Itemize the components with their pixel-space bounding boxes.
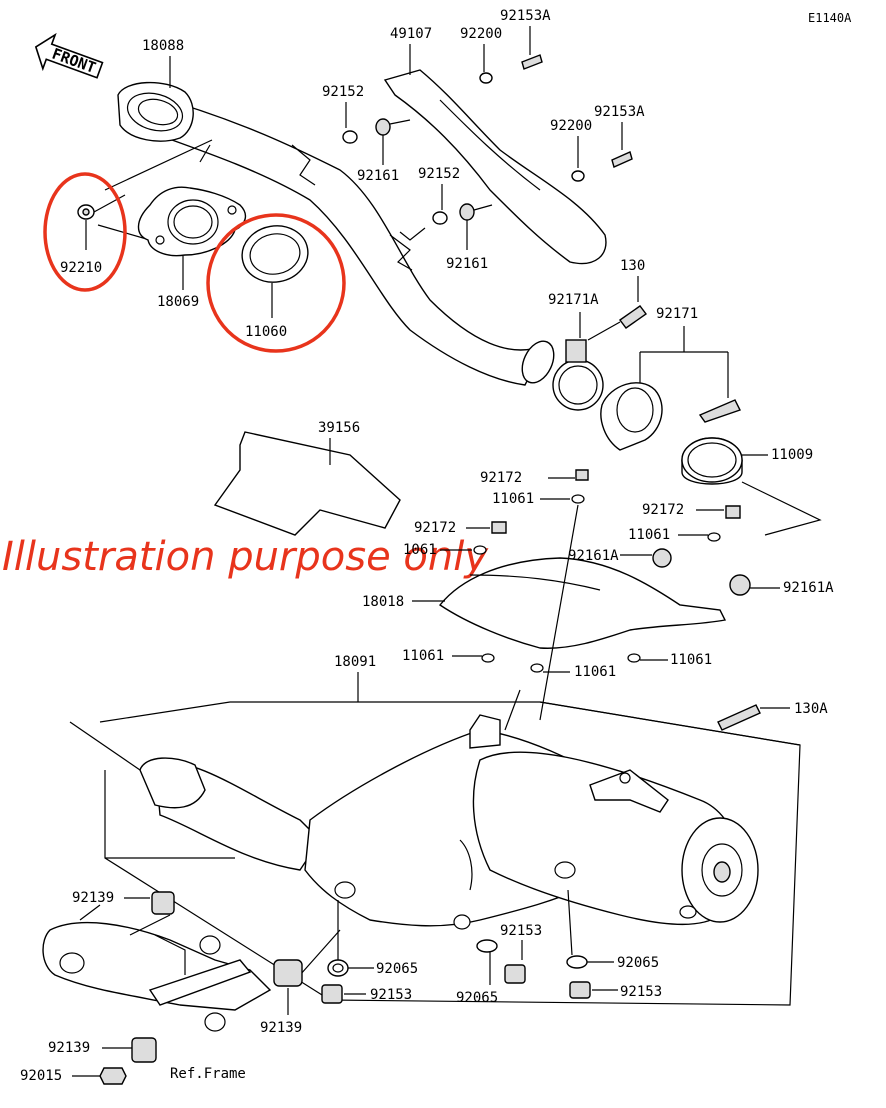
frame-bracket (42, 921, 272, 1032)
label-130: 130 (620, 258, 645, 274)
label-92065-c: 92065 (617, 955, 659, 971)
label-49107: 49107 (390, 26, 432, 42)
label-92172-a: 92172 (480, 470, 522, 486)
label-92153-b: 92153 (370, 987, 412, 1003)
label-92153-d: 92153 (620, 984, 662, 1000)
washer-92200-b (571, 170, 585, 182)
washer-92065-b (476, 939, 498, 953)
label-92153a-1: 92153A (500, 8, 551, 24)
plug-92153-d (569, 981, 591, 999)
heat-guard-49107 (383, 69, 607, 265)
illustration-note: Illustration purpose only (2, 534, 489, 580)
gasket-flange-18069 (137, 186, 247, 257)
bolt-130a (717, 704, 761, 731)
label-11060: 11060 (245, 324, 287, 340)
label-18091: 18091 (334, 654, 376, 670)
label-11061-a: 11061 (492, 491, 534, 507)
washer-11061-e (530, 663, 544, 673)
washer-11061-d (481, 653, 495, 663)
label-92161a-2: 92161A (783, 580, 834, 596)
bolt-130 (619, 305, 647, 329)
label-92171: 92171 (656, 306, 698, 322)
label-92065-a: 92065 (376, 961, 418, 977)
label-11009: 11009 (771, 447, 813, 463)
screw-92172-c (725, 505, 741, 519)
label-92065-b: 92065 (456, 990, 498, 1006)
label-92210: 92210 (60, 260, 102, 276)
nut-92015 (99, 1067, 127, 1085)
label-92172-c: 92172 (642, 502, 684, 518)
washer-11061-b (473, 545, 487, 555)
gasket-11060 (241, 225, 309, 283)
grommet-92139-b (273, 959, 303, 987)
heat-shield-18018 (438, 557, 727, 649)
label-92200-a: 92200 (460, 26, 502, 42)
label-11061-f: 11061 (670, 652, 712, 668)
label-92153-c: 92153 (500, 923, 542, 939)
label-92139-c: 92139 (48, 1040, 90, 1056)
label-11061-c: 11061 (628, 527, 670, 543)
label-92152-b: 92152 (418, 166, 460, 182)
collar-92152-b (432, 211, 448, 225)
front-arrow-icon: FRONT (34, 32, 104, 79)
label-92171a: 92171A (548, 292, 599, 308)
label-92200-b: 92200 (550, 118, 592, 134)
washer-11061-a (571, 494, 585, 504)
clamp-92171a (552, 339, 604, 411)
screw-92172-a (575, 469, 589, 481)
highlight-circle-92210 (43, 172, 127, 292)
washer-92065-c (566, 955, 588, 969)
label-18088: 18088 (142, 38, 184, 54)
label-18018: 18018 (362, 594, 404, 610)
clamp-92171 (600, 382, 741, 451)
plug-92153-b (321, 984, 343, 1004)
label-92015: 92015 (20, 1068, 62, 1084)
screw-92172-b (491, 521, 507, 534)
bolt-92153a-2 (611, 151, 633, 168)
grommet-92161a-1 (652, 548, 672, 568)
ref-frame-label: Ref.Frame (170, 1066, 246, 1082)
label-11061-d: 11061 (402, 648, 444, 664)
label-92161-b: 92161 (446, 256, 488, 272)
washer-11061-c (707, 532, 721, 542)
label-92172-b: 92172 (414, 520, 456, 536)
washer-11061-f (627, 653, 641, 663)
highlight-circle-11060 (206, 213, 346, 353)
label-92153a-2: 92153A (594, 104, 645, 120)
plate-39156 (213, 431, 401, 536)
washer-92200-a (479, 72, 493, 84)
muffler-18091 (139, 714, 759, 930)
label-11061-b: 1061 (403, 542, 437, 558)
label-130a: 130A (794, 701, 828, 717)
packing-11009 (681, 437, 743, 485)
label-92139-a: 92139 (72, 890, 114, 906)
grommet-92161-a (375, 118, 391, 136)
plug-92153-c (504, 964, 526, 984)
label-39156: 39156 (318, 420, 360, 436)
grommet-92161a-2 (729, 574, 751, 596)
front-label: FRONT (50, 45, 99, 77)
diagram-code: E1140A (808, 11, 852, 25)
collar-92152-a (342, 130, 358, 144)
grommet-92139-a (151, 891, 175, 915)
grommet-92161-b (459, 203, 475, 221)
label-92152-a: 92152 (322, 84, 364, 100)
bolt-92153a-1 (521, 54, 543, 70)
label-92139-b: 92139 (260, 1020, 302, 1036)
label-18069: 18069 (157, 294, 199, 310)
header-pipe-18088 (117, 81, 555, 386)
grommet-92139-c (131, 1037, 157, 1063)
label-92161-a: 92161 (357, 168, 399, 184)
label-11061-e: 11061 (574, 664, 616, 680)
